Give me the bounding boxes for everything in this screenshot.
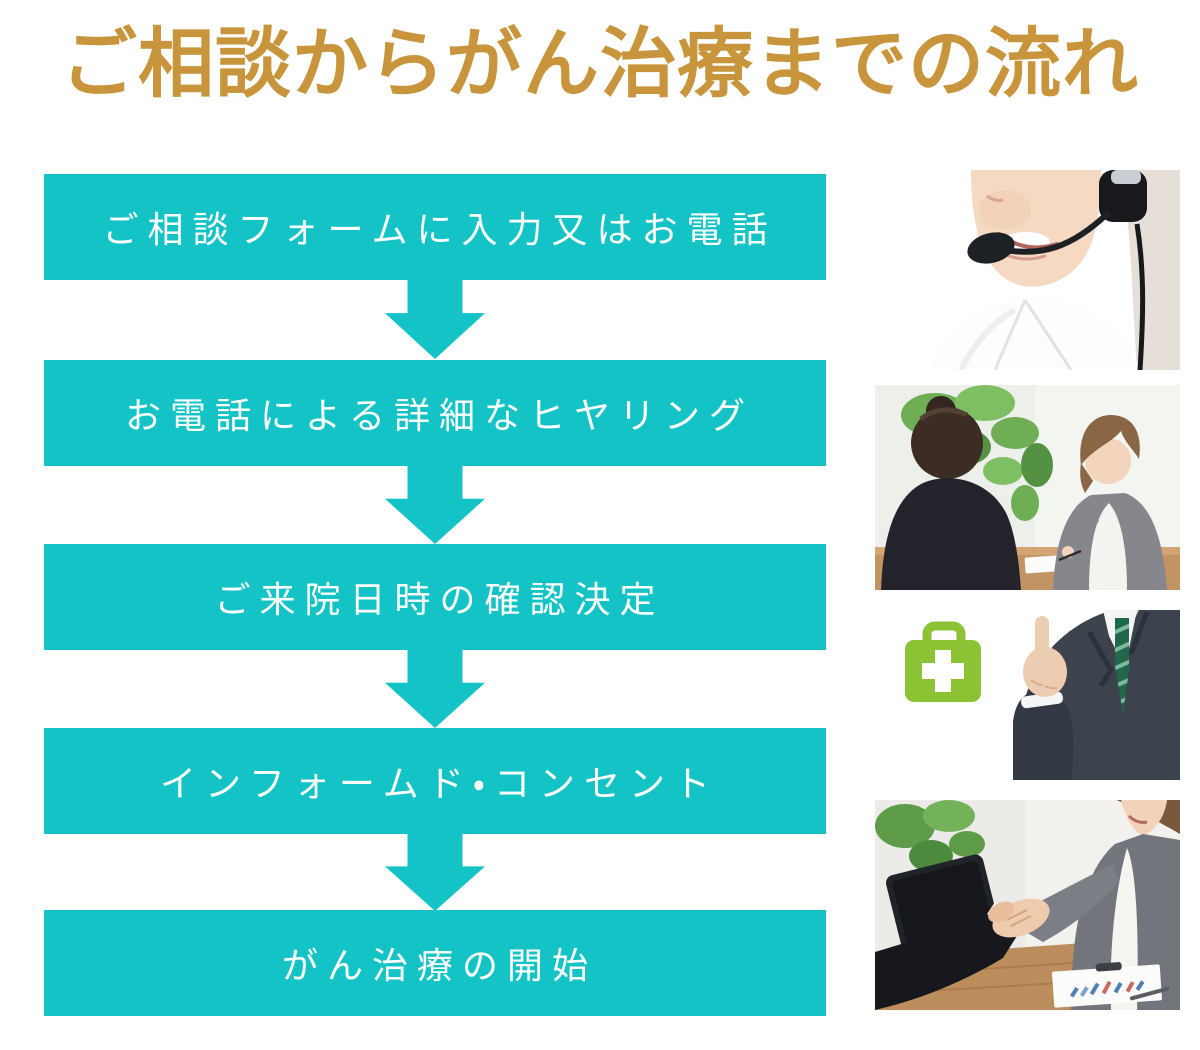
page-title: ご相談からがん治療までの流れ — [61, 19, 1139, 108]
flow-step-4: インフォームド・コンセント — [44, 728, 826, 834]
flow-step-3-label: ご来院日時の確認決定 — [214, 580, 665, 621]
flow-step-2-label: お電話による詳細なヒヤリング — [125, 396, 754, 437]
businesswoman-back-view — [881, 396, 1021, 590]
flow-step-1-label: ご相談フォームに入力又はお電話 — [102, 210, 777, 251]
first-aid-kit-icon — [905, 621, 981, 702]
down-arrow-icon — [385, 280, 485, 359]
headset-icon — [967, 170, 1147, 370]
flow-step-5: がん治療の開始 — [44, 910, 826, 1016]
handshake — [988, 898, 1050, 938]
photo-call-center-operator — [875, 170, 1180, 370]
down-arrow-icon — [385, 834, 485, 911]
down-arrow-icon — [385, 650, 485, 728]
down-arrow-icon — [385, 466, 485, 544]
flow-step-1: ご相談フォームに入力又はお電話 — [44, 174, 826, 280]
businessman-pointing — [1013, 610, 1180, 780]
flow-step-5-label: がん治療の開始 — [281, 946, 597, 987]
photo-handshake-agreement — [875, 800, 1180, 1010]
report-paper — [1052, 962, 1170, 1008]
photo-consultation-meeting — [875, 385, 1180, 590]
flow-step-3: ご来院日時の確認決定 — [44, 544, 826, 650]
photo-doctor-pointing — [875, 610, 1180, 780]
consultant-woman — [1053, 415, 1167, 590]
flow-step-2: お電話による詳細なヒヤリング — [44, 360, 826, 466]
flow-step-4-label: インフォームド・コンセント — [159, 764, 720, 805]
